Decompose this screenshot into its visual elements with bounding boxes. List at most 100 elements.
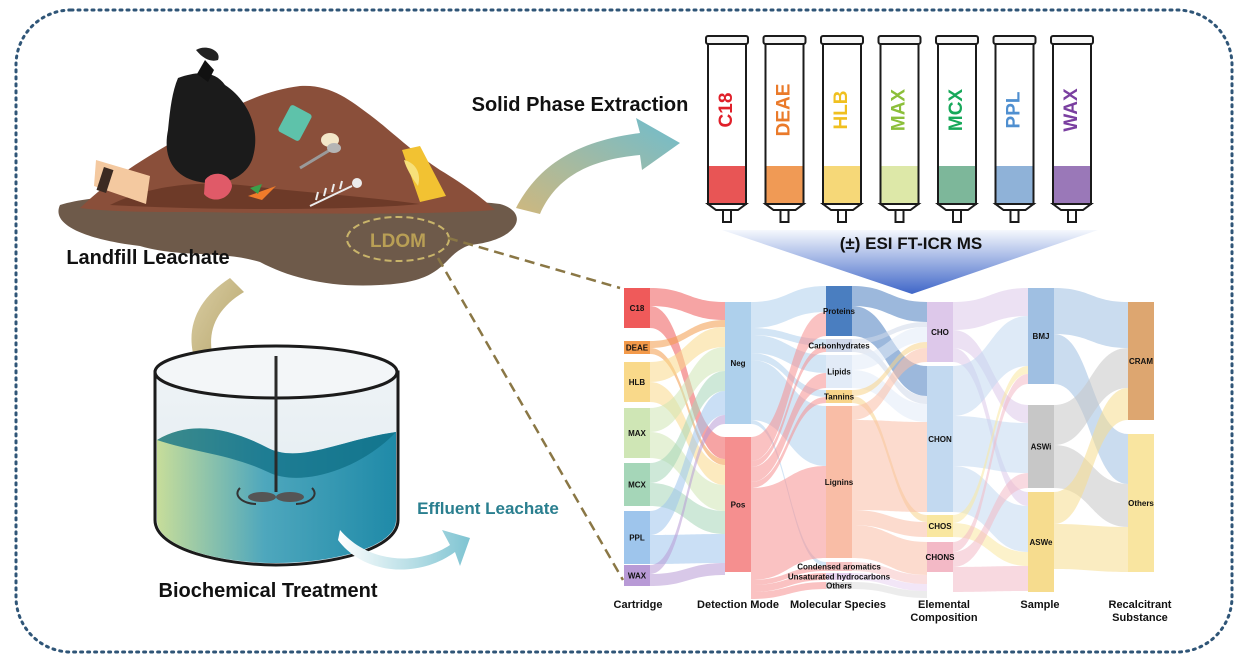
link-pos-tannins <box>751 397 826 488</box>
node-label: Pos <box>731 501 746 510</box>
node-cartridge-deae: DEAE <box>624 341 650 354</box>
node-label: MAX <box>628 429 646 438</box>
link-pos-lipids <box>751 373 826 482</box>
sankey-nodes: C18DEAEHLBMAXMCXPPLWAXNegPosProteinsCarb… <box>624 286 1154 592</box>
link-pos-carbonhydrates <box>751 346 826 467</box>
cartridge-wax: WAX <box>1050 35 1094 223</box>
link-bmj-cram <box>1054 288 1128 348</box>
link-chon-aswe <box>953 466 1028 552</box>
cartridge-tip <box>779 209 790 223</box>
node-sample-bmj: BMJ <box>1028 288 1054 384</box>
cartridge-max: MAX <box>877 35 922 223</box>
cartridge-taper <box>992 203 1037 211</box>
column-label-molecular-species: Molecular Species <box>790 599 886 611</box>
arrow-to-spe <box>516 118 680 214</box>
cartridge-cap <box>1050 35 1094 45</box>
yellow-box <box>402 146 446 202</box>
node-mode-pos: Pos <box>725 437 751 572</box>
node-bar <box>826 339 852 352</box>
link-chos-bmj <box>953 366 1028 523</box>
node-label: ASWi <box>1031 443 1052 452</box>
node-cartridge-ppl: PPL <box>624 511 650 564</box>
link-lignins-chons <box>852 525 927 575</box>
link-pos-proteins <box>751 312 826 461</box>
spe-label: Solid Phase Extraction <box>472 94 689 116</box>
cartridge-tip <box>1009 209 1020 223</box>
link-pos-condensed-aromatics <box>751 566 826 585</box>
cartridge-sorbent <box>709 166 745 203</box>
cartridge-label-deae: DEAE <box>774 84 795 137</box>
node-cartridge-wax: WAX <box>624 565 650 586</box>
cartridge-cap <box>705 35 749 45</box>
link-condensed-aromatics-chons <box>852 562 927 584</box>
link-unsaturated-hydrocarbons-chons <box>852 573 927 591</box>
cartridge-tip <box>952 209 962 223</box>
paper-cup-band <box>96 167 114 193</box>
link-hlb-neg <box>650 327 725 382</box>
link-mcx-pos <box>650 483 725 534</box>
link-proteins-cho <box>852 286 927 322</box>
zoom-line-bottom <box>436 257 625 581</box>
node-element-chon: CHON <box>927 366 953 512</box>
cartridge-cap <box>992 35 1037 45</box>
node-label: CHOS <box>928 522 952 531</box>
cartridge-mcx: MCX <box>935 35 979 223</box>
link-deae-neg <box>650 320 725 348</box>
node-bar <box>826 582 852 589</box>
node-species-unsaturated-hydrocarbons: Unsaturated hydrocarbons <box>788 573 891 582</box>
node-label: Others <box>826 582 852 591</box>
node-recalcitrant-others: Others <box>1128 434 1154 572</box>
spoon <box>299 148 331 170</box>
fish-head <box>352 178 362 188</box>
node-label: DEAE <box>626 344 649 353</box>
node-bar <box>1128 302 1154 420</box>
node-label: Lipids <box>827 368 851 377</box>
cartridge-cap <box>935 35 979 45</box>
node-bar <box>826 573 852 580</box>
leachate-puddle <box>58 195 517 286</box>
trash-bag-tie <box>196 47 219 61</box>
node-element-cho: CHO <box>927 302 953 362</box>
cartridge-tip <box>894 209 905 223</box>
link-neg-proteins <box>751 286 826 328</box>
node-sample-aswe: ASWe <box>1028 492 1054 592</box>
node-label: Neg <box>730 359 745 368</box>
node-label: CRAM <box>1129 357 1153 366</box>
node-bar <box>725 302 751 424</box>
cartridge-sorbent <box>881 166 918 203</box>
link-c18-neg <box>650 288 725 320</box>
node-mode-neg: Neg <box>725 302 751 424</box>
node-bar <box>624 288 650 328</box>
node-bar <box>826 355 852 388</box>
node-species-tannins: Tannins <box>824 390 855 403</box>
node-label: Condensed aromatics <box>797 563 881 572</box>
link-lignins-chos <box>852 510 927 537</box>
landfill-label: Landfill Leachate <box>66 247 229 269</box>
node-species-lignins: Lignins <box>825 406 854 558</box>
link-neg-lignins <box>751 360 826 466</box>
cartridge-tip <box>722 209 732 223</box>
link-aswe-others <box>1054 524 1128 572</box>
cartridge-hlb: HLB <box>820 35 864 223</box>
node-cartridge-hlb: HLB <box>624 362 650 402</box>
node-label: HLB <box>629 378 646 387</box>
link-wax-pos <box>650 563 725 586</box>
node-label: CHONS <box>926 553 956 562</box>
node-element-chos: CHOS <box>927 515 953 537</box>
node-cartridge-mcx: MCX <box>624 463 650 506</box>
fish-bone <box>309 180 353 207</box>
node-label: C18 <box>630 304 645 313</box>
node-label: CHON <box>928 435 952 444</box>
link-chons-aswi <box>953 473 1028 567</box>
ms-funnel <box>722 230 1098 294</box>
effluent-label: Effluent Leachate <box>417 499 559 518</box>
node-species-others: Others <box>826 582 852 591</box>
link-pos-lignins <box>751 466 826 580</box>
arrow-effluent <box>338 530 470 570</box>
link-deae-pos <box>650 348 725 465</box>
link-tannins-cho <box>852 342 927 396</box>
node-label: PPL <box>629 534 645 543</box>
link-mcx-neg <box>650 371 725 483</box>
